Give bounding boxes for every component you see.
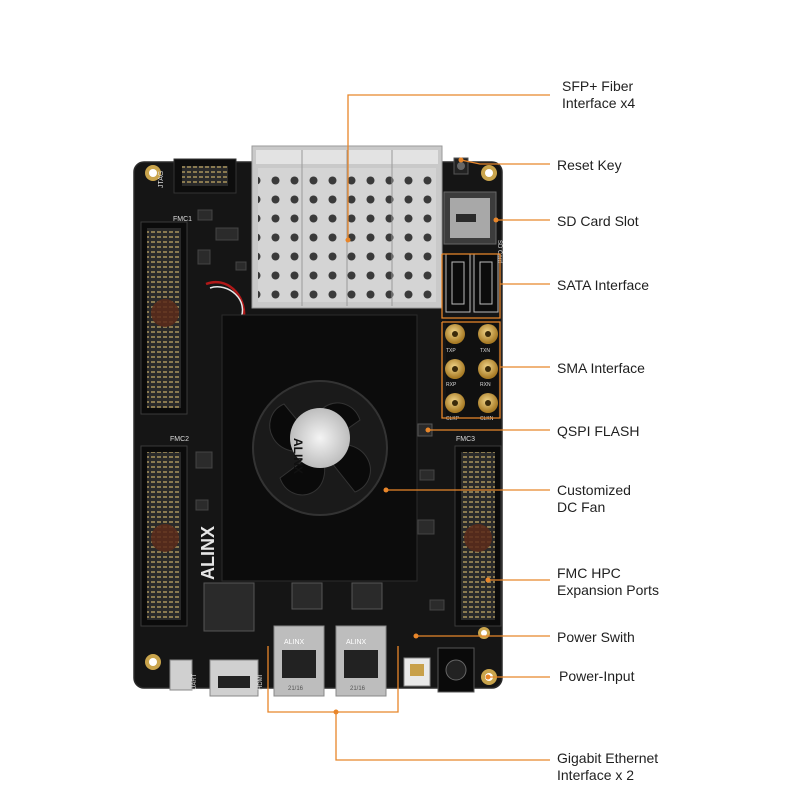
label-sd-card-slot: SD Card Slot xyxy=(557,213,639,229)
svg-text:ALINX: ALINX xyxy=(346,639,367,646)
jtag-header: JTAG xyxy=(158,158,237,194)
reset-key xyxy=(453,157,469,175)
ethernet-jacks: ALINX 21/16 ALINX 21/16 xyxy=(273,625,387,697)
svg-text:TXP: TXP xyxy=(446,348,456,354)
svg-text:FMC2: FMC2 xyxy=(170,436,189,443)
label-ethernet-line2: Interface x 2 xyxy=(557,767,635,783)
svg-text:HDMI: HDMI xyxy=(258,674,264,690)
leader-sfp xyxy=(347,94,550,240)
svg-text:SD Card: SD Card xyxy=(496,240,502,263)
label-fmc-line1: FMC HPC xyxy=(557,565,621,581)
svg-text:CLKP: CLKP xyxy=(446,416,460,422)
fmc3-connector: FMC3 xyxy=(454,436,502,627)
label-sfp-line2: Interface x4 xyxy=(562,95,636,111)
label-gigabit-ethernet: Gigabit Ethernet Interface x 2 xyxy=(557,750,658,784)
ethernet-phy-chips xyxy=(203,582,383,632)
label-sfp-fiber: SFP+ Fiber Interface x4 xyxy=(562,78,635,112)
leader-dots xyxy=(333,157,499,715)
label-qspi-flash: QSPI FLASH xyxy=(557,423,640,439)
board-brand-text: ALINX xyxy=(198,526,218,580)
power-switch xyxy=(403,657,431,687)
label-reset-key: Reset Key xyxy=(557,157,622,173)
leader-sma xyxy=(441,321,501,419)
label-fan-line2: DC Fan xyxy=(557,499,606,515)
leader-sata xyxy=(441,253,501,319)
smd-components xyxy=(195,209,445,611)
label-sfp-line1: SFP+ Fiber xyxy=(562,78,634,94)
label-power-switch: Power Swith xyxy=(557,629,635,645)
label-sata-interface: SATA Interface xyxy=(557,277,650,293)
svg-text:UART: UART xyxy=(192,673,198,690)
svg-text:ALINX: ALINX xyxy=(291,438,305,474)
svg-text:RXN: RXN xyxy=(480,382,491,388)
fmc2-connector: FMC2 xyxy=(140,436,189,627)
svg-text:RXP: RXP xyxy=(446,382,457,388)
svg-text:21/16: 21/16 xyxy=(288,686,304,692)
power-input-jack xyxy=(437,647,475,693)
fmc1-connector: FMC1 xyxy=(140,216,192,415)
fan: ALINX xyxy=(269,402,371,496)
fan-wires xyxy=(205,281,246,319)
leader-reset xyxy=(460,159,550,165)
fan-hub xyxy=(290,408,350,468)
label-fan-line1: Customized xyxy=(557,482,631,498)
hdmi-port: HDMI xyxy=(209,659,264,697)
leader-lines xyxy=(267,94,550,761)
label-sma-interface: SMA Interface xyxy=(557,360,645,376)
sfp-cage xyxy=(251,145,443,309)
svg-text:FMC3: FMC3 xyxy=(456,436,475,443)
svg-text:FMC1: FMC1 xyxy=(173,216,192,223)
svg-text:ALINX: ALINX xyxy=(284,639,305,646)
label-fmc-hpc: FMC HPC Expansion Ports xyxy=(557,565,659,599)
sd-card-slot: SD Card xyxy=(443,191,502,263)
uart-port: UART xyxy=(169,659,198,691)
svg-text:JTAG: JTAG xyxy=(158,171,165,188)
sata-connectors xyxy=(445,253,499,313)
sma-connectors: TXP TXN RXP RXN CLKP CLKN xyxy=(445,320,498,422)
label-fmc-line2: Expansion Ports xyxy=(557,582,659,598)
leader-ethernet xyxy=(267,646,399,713)
svg-text:TXN: TXN xyxy=(480,348,490,354)
label-ethernet-line1: Gigabit Ethernet xyxy=(557,750,659,766)
label-dc-fan: Customized DC Fan xyxy=(557,482,631,516)
label-power-input: Power-Input xyxy=(559,668,635,684)
svg-text:CLKN: CLKN xyxy=(480,416,494,422)
svg-text:21/16: 21/16 xyxy=(350,686,366,692)
